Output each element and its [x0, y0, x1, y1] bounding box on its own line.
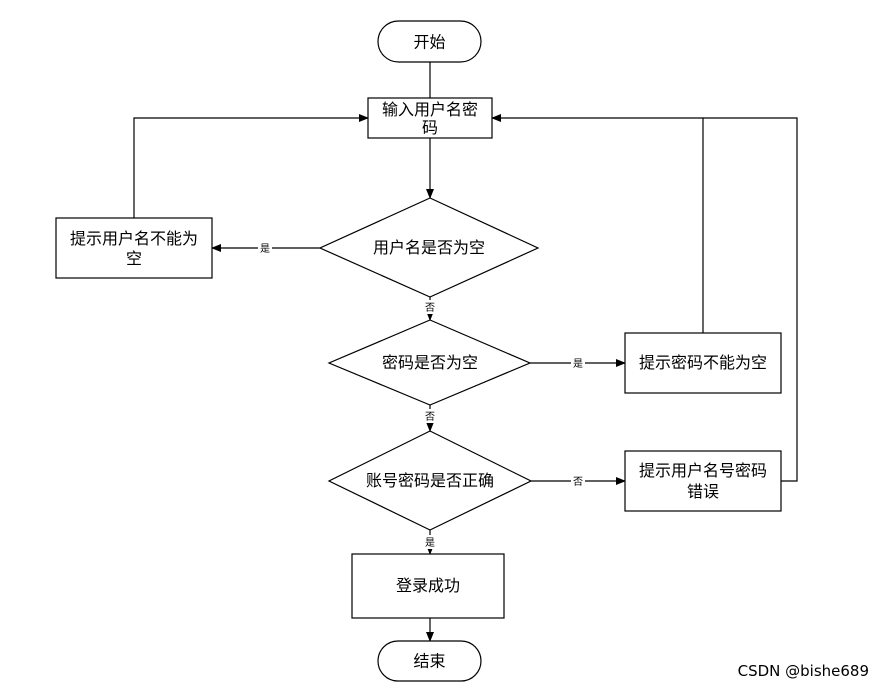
node-check-user-label: 用户名是否为空	[373, 238, 485, 257]
edge-pwd-empty-back-to-input	[491, 114, 704, 333]
node-check-user: 用户名是否为空	[318, 197, 540, 298]
node-input-label-line2: 码	[422, 118, 438, 137]
node-wrong-label-line1: 提示用户名号密码	[639, 461, 767, 480]
node-start-label: 开始	[413, 33, 445, 52]
node-user-empty: 提示用户名不能为 空	[55, 217, 213, 279]
edge-label-user-no: 否	[425, 302, 435, 314]
node-wrong: 提示用户名号密码 错误	[624, 450, 782, 512]
node-user-empty-label-line2: 空	[126, 249, 142, 268]
edge-wrong-back-to-input	[703, 117, 798, 482]
node-success-label: 登录成功	[396, 576, 460, 595]
node-end: 结束	[377, 640, 482, 682]
node-input: 输入用户名密 码	[367, 97, 493, 139]
node-check-correct: 账号密码是否正确	[327, 430, 533, 531]
node-check-correct-label: 账号密码是否正确	[366, 471, 494, 490]
edge-user-empty-back-to-input	[133, 114, 369, 218]
watermark: CSDN @bishe689	[738, 662, 869, 680]
edge-label-user-yes: 是	[260, 243, 270, 255]
node-end-label: 结束	[413, 652, 445, 671]
node-check-pwd-label: 密码是否为空	[382, 353, 478, 372]
node-wrong-label-line2: 错误	[687, 482, 719, 501]
node-pwd-empty-label: 提示密码不能为空	[639, 353, 767, 372]
node-success: 登录成功	[351, 553, 505, 619]
node-check-pwd: 密码是否为空	[327, 319, 532, 406]
node-pwd-empty: 提示密码不能为空	[624, 332, 782, 394]
node-user-empty-label-line1: 提示用户名不能为	[70, 229, 198, 248]
node-start: 开始	[377, 20, 482, 63]
edge-label-correct-no: 否	[573, 476, 583, 488]
node-input-label-line1: 输入用户名密	[382, 100, 478, 119]
edge-labels: 是 否 是 否 否 是	[258, 241, 585, 549]
edge-label-pwd-no: 否	[425, 411, 435, 423]
edge-label-pwd-yes: 是	[573, 358, 583, 370]
edge-label-correct-yes: 是	[425, 537, 435, 549]
